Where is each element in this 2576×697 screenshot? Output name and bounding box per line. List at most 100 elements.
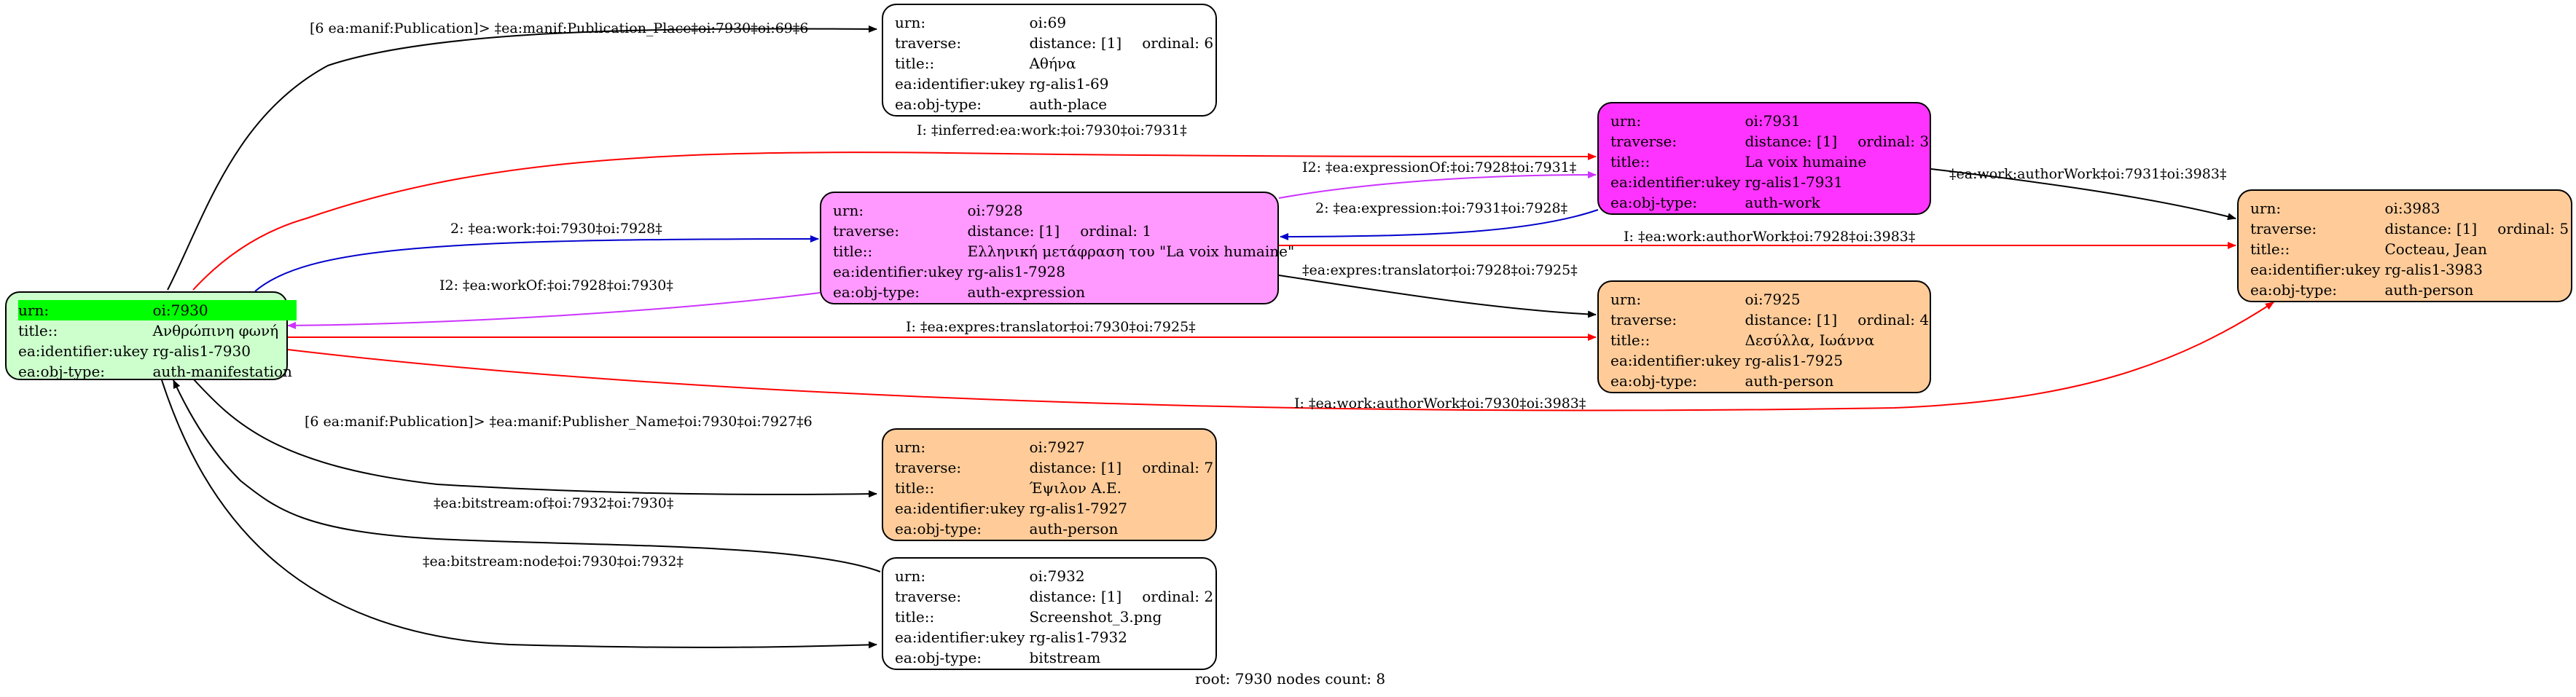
field-value: Αθήνα [1029, 55, 1076, 72]
edge-7930-7932 [161, 379, 877, 649]
field-key: traverse: [895, 459, 962, 476]
field-key: traverse: [1610, 133, 1677, 150]
edge-7932-7930 [173, 379, 881, 572]
field-value: oi:3983 [2384, 200, 2440, 217]
field-value: distance: [1] [1029, 34, 1122, 52]
edge-label-7930-7932: ‡ea:bitstream:node‡oi:7930‡oi:7932‡ [423, 554, 684, 570]
field-key: traverse: [833, 222, 900, 240]
field-key: ea:identifier:ukey [833, 263, 963, 280]
field-value: rg-alis1-7931 [1745, 173, 1843, 191]
field-key: ea:obj-type: [833, 283, 920, 301]
node-7930-fields: urn:oi:7930 title::Ανθρώπινη φωνή ea:ide… [18, 300, 297, 382]
field-key: title:: [1610, 331, 1651, 349]
field-value: La voix humaine [1745, 153, 1867, 170]
node-3983-fields: urn:oi:3983 traverse:distance: [1]ordina… [2250, 198, 2573, 300]
field-key: ea:obj-type: [895, 649, 982, 666]
node-7932-fields: urn:oi:7932 traverse:distance: [1]ordina… [895, 566, 1218, 668]
field-key: title:: [1610, 153, 1651, 170]
field-value: oi:7931 [1745, 112, 1801, 130]
edge-label-7931-3983: ‡ea:work:authorWork‡oi:7931‡oi:3983‡ [1949, 166, 2226, 182]
ordinal-value: ordinal: 7 [1142, 459, 1214, 476]
field-key: ea:identifier:ukey [895, 75, 1025, 92]
field-value: auth-person [1745, 372, 1834, 390]
edge-7931-3983 [1930, 168, 2236, 221]
field-value: Έψιλον Α.Ε. [1029, 479, 1121, 497]
field-value: distance: [1] [2384, 220, 2478, 237]
node-7925[interactable]: urn:oi:7925 traverse:distance: [1]ordina… [1597, 280, 1931, 393]
field-value: rg-alis1-7927 [1029, 500, 1127, 517]
field-value: rg-alis1-69 [1029, 75, 1109, 92]
node-69-fields: urn:oi:69 traverse:distance: [1]ordinal:… [895, 12, 1218, 114]
edge-7930-3983 [287, 302, 2274, 411]
edge-label-7930-69: [6 ea:manif:Publication]> ‡ea:manif:Publ… [310, 20, 808, 36]
field-key: ea:identifier:ukey [2250, 261, 2381, 278]
field-value: rg-alis1-7930 [152, 342, 251, 360]
field-value: rg-alis1-7928 [967, 263, 1065, 280]
field-value: Ελληνική μετάφραση του "La voix humaine" [967, 243, 1295, 260]
edge-7928-7931 [1278, 171, 1597, 199]
field-key: traverse: [895, 34, 962, 52]
field-value: oi:7925 [1745, 291, 1801, 308]
field-key: ea:identifier:ukey [1610, 352, 1741, 369]
edge-label-7930-7925: I: ‡ea:expres:translator‡oi:7930‡oi:7925… [906, 319, 1196, 335]
field-key: ea:identifier:ukey [895, 629, 1025, 646]
field-key: ea:identifier:ukey [1610, 173, 1741, 191]
node-3983[interactable]: urn:oi:3983 traverse:distance: [1]ordina… [2237, 189, 2572, 302]
node-7931[interactable]: urn: oi:7931 traverse: distance: [1] ordina… [1597, 102, 1931, 215]
edge-label-7930-3983: I: ‡ea:work:authorWork‡oi:7930‡oi:3983‡ [1294, 395, 1586, 411]
field-key: traverse: [1610, 311, 1677, 328]
field-value: oi:7928 [967, 202, 1023, 219]
field-value: rg-alis1-7925 [1745, 352, 1843, 369]
field-key: ea:identifier:ukey [18, 342, 149, 360]
edge-label-7928-7930: I2: ‡ea:workOf:‡oi:7928‡oi:7930‡ [439, 277, 673, 294]
field-value: oi:69 [1029, 14, 1067, 31]
field-value: auth-person [1029, 520, 1119, 537]
ordinal-value: ordinal: 2 [1142, 588, 1214, 605]
field-key: title:: [2250, 240, 2290, 258]
edge-label-7930-7928: 2: ‡ea:work:‡oi:7930‡oi:7928‡ [450, 221, 662, 237]
edge-label-7930-7927: [6 ea:manif:Publication]> ‡ea:manif:Publ… [305, 414, 813, 430]
edge-7930-7927 [192, 378, 877, 498]
node-69[interactable]: urn:oi:69 traverse:distance: [1]ordinal:… [882, 4, 1217, 117]
field-key: ea:obj-type: [1610, 194, 1698, 211]
field-key: ea:obj-type: [2250, 281, 2338, 299]
field-value: auth-manifestation [152, 363, 292, 380]
node-7931-fields: urn: oi:7931 traverse: distance: [1] ordina… [1610, 111, 1933, 213]
field-value: bitstream [1029, 649, 1101, 666]
field-value: Screenshot_3.png [1029, 608, 1162, 626]
node-7927[interactable]: urn:oi:7927 traverse:distance: [1]ordina… [882, 428, 1217, 541]
field-key: ea:obj-type: [18, 363, 106, 380]
field-key: traverse: [895, 588, 962, 605]
node-7928[interactable]: urn: oi:7928 traverse: distance: [1] ordina… [820, 192, 1294, 304]
ordinal-value: ordinal: 5 [2497, 220, 2569, 237]
edge-label-7928-3983: I: ‡ea:work:authorWork‡oi:7928‡oi:3983‡ [1624, 229, 1915, 245]
edge-7930-7931 [192, 151, 1597, 291]
ordinal-value: ordinal: 6 [1142, 34, 1214, 52]
field-value: distance: [1] [967, 222, 1060, 240]
field-value: rg-alis1-3983 [2384, 261, 2483, 278]
node-7932[interactable]: urn:oi:7932 traverse:distance: [1]ordina… [882, 557, 1217, 670]
field-value: auth-work [1745, 194, 1820, 211]
field-value: distance: [1] [1745, 311, 1838, 328]
field-key: urn: [833, 202, 864, 219]
field-key: ea:identifier:ukey [895, 500, 1025, 517]
node-7927-fields: urn:oi:7927 traverse:distance: [1]ordina… [895, 437, 1218, 539]
field-value: distance: [1] [1029, 459, 1122, 476]
field-key: urn: [895, 438, 926, 456]
field-key: urn: [2250, 200, 2282, 217]
ordinal-value: ordinal: 1 [1080, 222, 1152, 240]
node-7930-urn-row: urn:oi:7930 [18, 300, 297, 320]
field-key: urn: [1610, 112, 1642, 130]
field-key: title:: [895, 55, 935, 72]
field-value: auth-person [2384, 281, 2474, 299]
field-key: title:: [18, 322, 58, 339]
field-key: ea:obj-type: [895, 520, 982, 537]
field-value: Δεσύλλα, Ιωάννα [1745, 331, 1875, 349]
ordinal-value: ordinal: 4 [1857, 311, 1930, 328]
field-key: title:: [895, 608, 935, 626]
field-value: distance: [1] [1745, 133, 1838, 150]
node-7930[interactable]: urn:oi:7930 title::Ανθρώπινη φωνή ea:ide… [5, 291, 297, 380]
edge-7930-69 [167, 25, 877, 291]
ordinal-value: ordinal: 3 [1857, 133, 1930, 150]
